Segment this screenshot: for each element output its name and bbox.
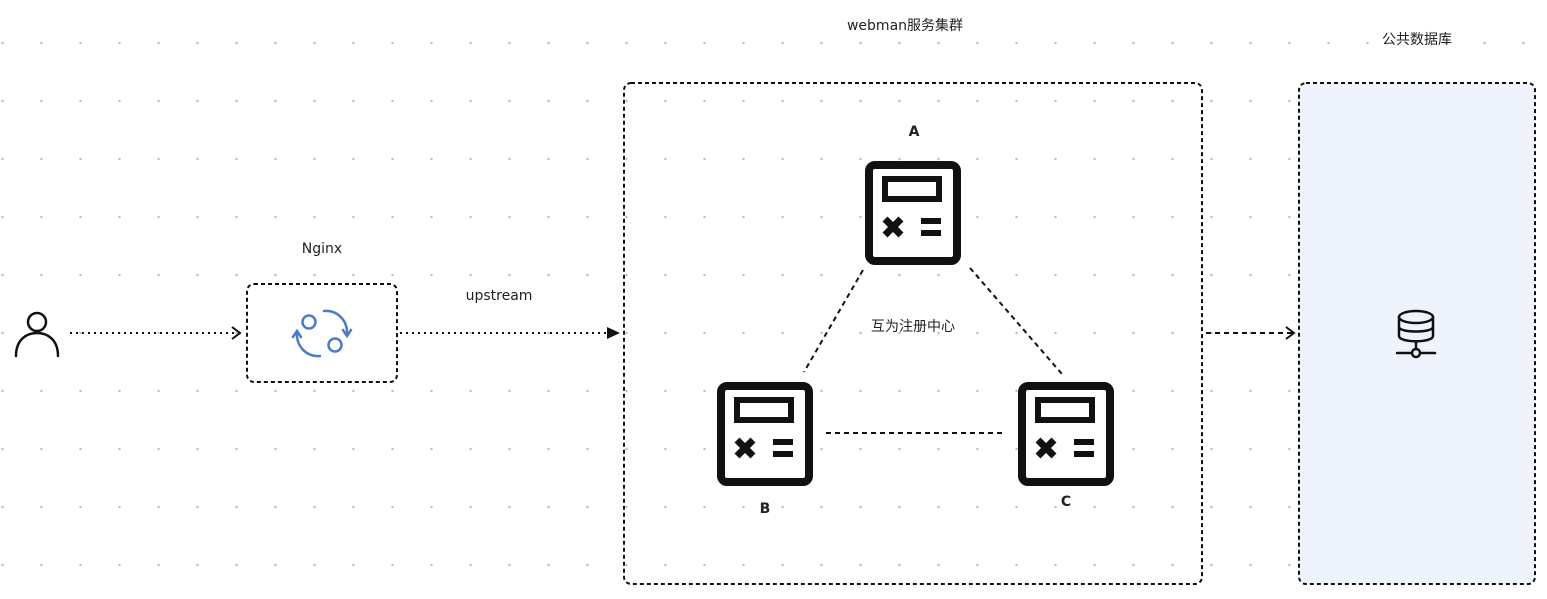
- database-box: [1298, 82, 1536, 585]
- user-icon: [14, 311, 60, 358]
- cluster-to-database-arrow: [1206, 326, 1296, 340]
- cluster-title: webman服务集群: [846, 18, 964, 34]
- nginx-box: [246, 283, 398, 383]
- database-icon: [1395, 309, 1437, 359]
- registry-label: 互为注册中心: [871, 319, 955, 335]
- upstream-label: upstream: [465, 288, 533, 304]
- upstream-arrow: [400, 327, 620, 339]
- link-a-b: [803, 269, 864, 373]
- node-a-label: A: [908, 124, 920, 140]
- node-c-label: C: [1060, 494, 1072, 510]
- node-b-label: B: [759, 501, 771, 517]
- database-title: 公共数据库: [1382, 32, 1452, 48]
- calculator-icon-a: [869, 165, 957, 261]
- link-a-c: [969, 267, 1063, 375]
- calculator-icon-c: [1022, 386, 1110, 482]
- user-to-nginx-arrow: [70, 326, 242, 340]
- nginx-label: Nginx: [301, 241, 343, 257]
- sync-icon: [291, 309, 353, 358]
- cluster-box: [623, 82, 1203, 585]
- calculator-icon-b: [721, 386, 809, 482]
